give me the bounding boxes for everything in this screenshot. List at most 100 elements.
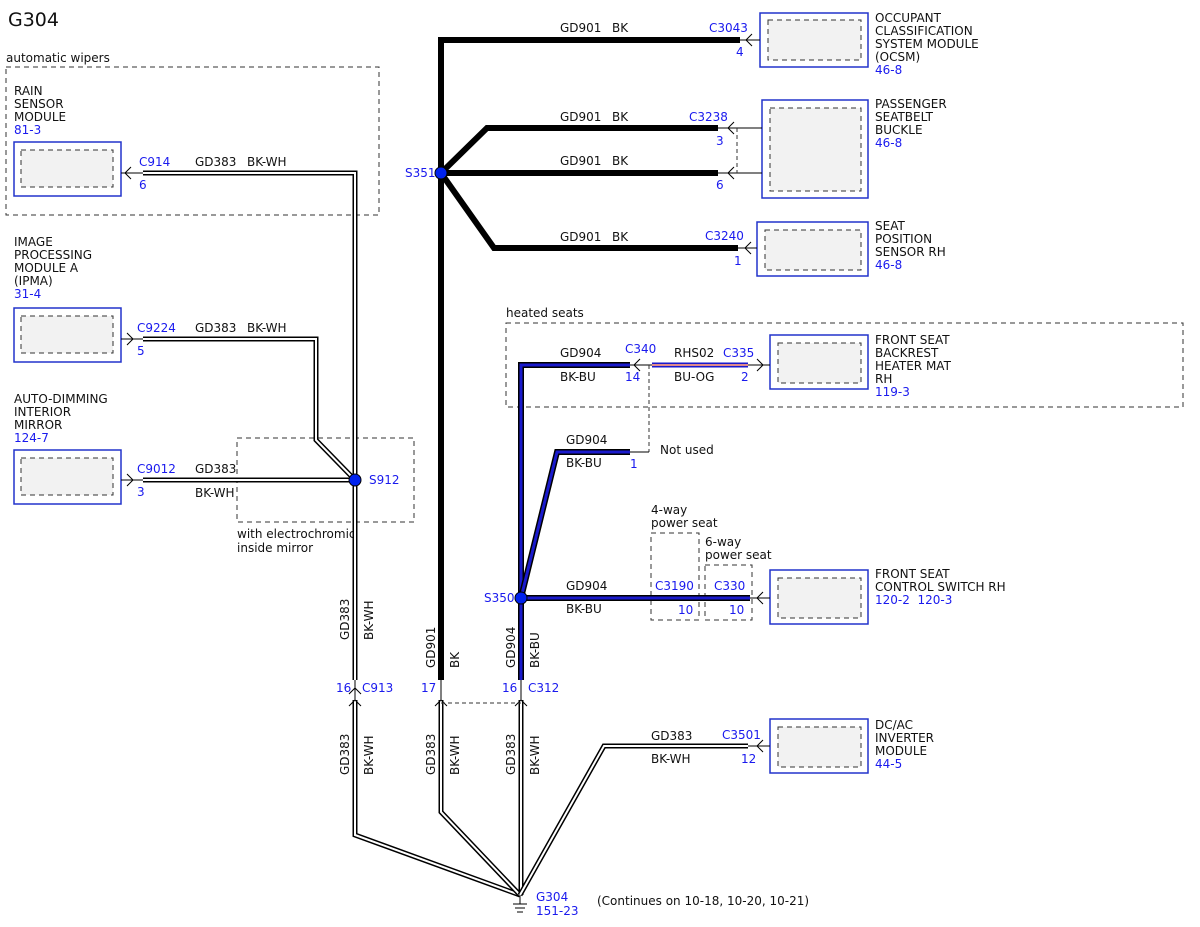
vwire-label-gd383-c312b: GD383 bbox=[504, 734, 518, 775]
c3501-id: C3501 bbox=[722, 728, 761, 742]
four-way-label-1: 4-way bbox=[651, 503, 687, 517]
c340-pin: 14 bbox=[625, 370, 640, 384]
wire-color-ocsm: BK bbox=[612, 21, 629, 35]
buckle-name-2: SEATBELT bbox=[875, 110, 934, 124]
ground-id: G304 bbox=[536, 890, 568, 904]
ocsm-name-4: (OCSM) bbox=[875, 50, 920, 64]
ipma-name-2: PROCESSING bbox=[14, 248, 92, 262]
wire-color-rhs02: BU-OG bbox=[674, 370, 714, 384]
c3238-pin-b: 6 bbox=[716, 178, 724, 192]
heater-mat-name-2: BACKREST bbox=[875, 346, 939, 360]
wire-gd904 bbox=[518, 362, 750, 680]
vwire-color-bkbu: BK-BU bbox=[528, 632, 542, 668]
buckle-name-1: PASSENGER bbox=[875, 97, 947, 111]
c913-pin: 16 bbox=[336, 681, 351, 695]
c3240-pin: 1 bbox=[734, 254, 742, 268]
c335-pin: 2 bbox=[741, 370, 749, 384]
vwire-label-gd383-c913: GD383 bbox=[338, 734, 352, 775]
ground-symbol-icon bbox=[513, 895, 527, 913]
splice-s912-label: S912 bbox=[369, 473, 400, 487]
diagram-title: G304 bbox=[8, 9, 59, 31]
c312-pin-a: 17 bbox=[421, 681, 436, 695]
wire-color-rain: BK-WH bbox=[247, 155, 287, 169]
vwire-label-gd901: GD901 bbox=[424, 627, 438, 668]
ocsm-module: OCCUPANT CLASSIFICATION SYSTEM MODULE (O… bbox=[759, 11, 979, 77]
splice-s351-label: S351 bbox=[405, 166, 436, 180]
mirror-ref: 124-7 bbox=[14, 431, 49, 445]
ocsm-name-3: SYSTEM MODULE bbox=[875, 37, 979, 51]
heated-seats-label: heated seats bbox=[506, 306, 584, 320]
wire-color-heater: BK-BU bbox=[560, 370, 596, 384]
automatic-wipers-label: automatic wipers bbox=[6, 51, 110, 65]
c3043-pin: 4 bbox=[736, 45, 744, 59]
c3240-id: C3240 bbox=[705, 229, 744, 243]
wire-label-gd904-notused: GD904 bbox=[566, 433, 607, 447]
seat-pos-name-2: POSITION bbox=[875, 232, 932, 246]
vwire-label-gd383-c312a: GD383 bbox=[424, 734, 438, 775]
heater-mat-name-1: FRONT SEAT bbox=[875, 333, 950, 347]
vwire-color-bkwh-upper: BK-WH bbox=[362, 600, 376, 640]
splice-s912-dot bbox=[348, 473, 362, 487]
ocsm-name-1: OCCUPANT bbox=[875, 11, 942, 25]
heated-seats-box bbox=[505, 322, 1184, 408]
c3190-pin: 10 bbox=[678, 603, 693, 617]
wire-label-gd383-rain: GD383 bbox=[195, 155, 236, 169]
inverter-ref: 44-5 bbox=[875, 757, 902, 771]
inline-connectors bbox=[348, 680, 528, 707]
c330-pin: 10 bbox=[729, 603, 744, 617]
seat-pos-name-3: SENSOR RH bbox=[875, 245, 946, 259]
wire-label-gd901-buckle3: GD901 bbox=[560, 110, 601, 124]
c914-pin: 6 bbox=[139, 178, 147, 192]
mirror-name-2: INTERIOR bbox=[14, 405, 71, 419]
buckle-name-3: BUCKLE bbox=[875, 123, 923, 137]
wire-label-gd901-seatpos: GD901 bbox=[560, 230, 601, 244]
wire-label-gd904-heater: GD904 bbox=[560, 346, 601, 360]
c3043-id: C3043 bbox=[709, 21, 748, 35]
heater-mat-module: FRONT SEAT BACKREST HEATER MAT RH 119-3 bbox=[769, 333, 952, 399]
four-way-label-2: power seat bbox=[651, 516, 718, 530]
ground-ref: 151-23 bbox=[536, 904, 579, 918]
seat-switch-name-1: FRONT SEAT bbox=[875, 567, 950, 581]
c3501-pin: 12 bbox=[741, 752, 756, 766]
vwire-color-c913: BK-WH bbox=[362, 735, 376, 775]
seat-control-switch: FRONT SEAT CONTROL SWITCH RH 120-2 120-3 bbox=[769, 567, 1006, 625]
seat-switch-name-2: CONTROL SWITCH RH bbox=[875, 580, 1006, 594]
c9224-id: C9224 bbox=[137, 321, 176, 335]
heater-mat-ref: 119-3 bbox=[875, 385, 910, 399]
c9012-id: C9012 bbox=[137, 462, 176, 476]
inverter-module: DC/AC INVERTER MODULE 44-5 bbox=[769, 718, 934, 774]
ipma-ref: 31-4 bbox=[14, 287, 41, 301]
vwire-color-c312a: BK-WH bbox=[448, 735, 462, 775]
wire-label-gd904-switch: GD904 bbox=[566, 579, 607, 593]
mirror-name-3: MIRROR bbox=[14, 418, 62, 432]
ocsm-ref: 46-8 bbox=[875, 63, 902, 77]
wire-color-notused: BK-BU bbox=[566, 456, 602, 470]
c330-id: C330 bbox=[714, 579, 745, 593]
c335-id: C335 bbox=[723, 346, 754, 360]
rain-sensor-ref: 81-3 bbox=[14, 123, 41, 137]
electrochromic-label-1: with electrochromic bbox=[237, 527, 356, 541]
wire-label-gd901-buckle6: GD901 bbox=[560, 154, 601, 168]
not-used-label: Not used bbox=[660, 443, 714, 457]
seat-switch-ref: 120-2 120-3 bbox=[875, 593, 952, 607]
inverter-name-2: INVERTER bbox=[875, 731, 934, 745]
wire-color-seatpos: BK bbox=[612, 230, 629, 244]
electrochromic-label-2: inside mirror bbox=[237, 541, 313, 555]
vwire-color-bk: BK bbox=[448, 651, 462, 668]
c312-id: C312 bbox=[528, 681, 559, 695]
vwire-label-gd383-upper: GD383 bbox=[338, 599, 352, 640]
wire-color-inverter: BK-WH bbox=[651, 752, 691, 766]
c340-pin2: 1 bbox=[630, 457, 638, 471]
six-way-label-2: power seat bbox=[705, 548, 772, 562]
ipma-name-4: (IPMA) bbox=[14, 274, 53, 288]
vwire-label-gd904: GD904 bbox=[504, 627, 518, 668]
seat-position-sensor: SEAT POSITION SENSOR RH 46-8 bbox=[756, 219, 946, 277]
vwire-color-c312b: BK-WH bbox=[528, 735, 542, 775]
wire-color-mirror: BK-WH bbox=[195, 486, 235, 500]
ipma-module: IMAGE PROCESSING MODULE A (IPMA) 31-4 bbox=[13, 235, 122, 363]
heater-mat-name-3: HEATER MAT bbox=[875, 359, 952, 373]
wire-color-switch: BK-BU bbox=[566, 602, 602, 616]
wire-gd383-lower bbox=[438, 700, 748, 897]
buckle-ref: 46-8 bbox=[875, 136, 902, 150]
ipma-name-3: MODULE A bbox=[14, 261, 79, 275]
